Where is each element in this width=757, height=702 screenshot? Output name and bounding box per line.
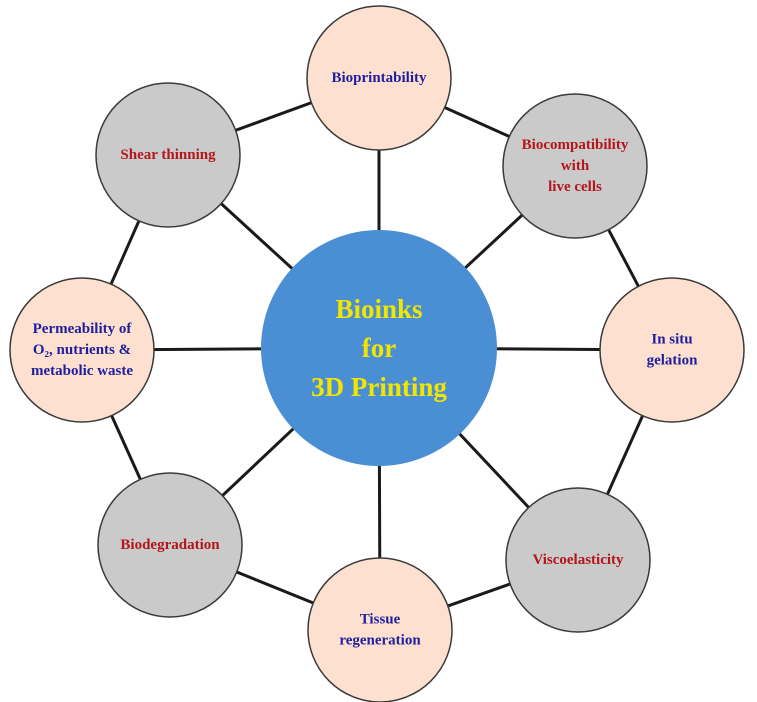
node-circle-permeability — [9, 277, 155, 423]
node-circle-viscoelasticity — [505, 487, 651, 633]
node-in-situ-gelation: In situ gelation — [599, 277, 745, 423]
node-circle-shear-thinning — [95, 82, 241, 228]
node-shear-thinning: Shear thinning — [95, 82, 241, 228]
node-circle-bioprintability — [306, 5, 452, 151]
node-label-viscoelasticity: Viscoelasticity — [532, 552, 624, 568]
node-permeability: Permeability of O₂, nutrients & metabolic … — [9, 277, 155, 423]
center-label: 3D Printing — [311, 372, 447, 402]
node-label-biocompatibility: live cells — [548, 179, 602, 195]
node-label-in-situ-gelation: In situ — [651, 332, 692, 348]
node-label-shear-thinning: Shear thinning — [120, 147, 216, 163]
node-circle-in-situ-gelation — [599, 277, 745, 423]
node-label-in-situ-gelation: gelation — [647, 353, 698, 369]
center-label: for — [362, 333, 396, 363]
node-label-biocompatibility: with — [561, 158, 590, 174]
node-viscoelasticity: Viscoelasticity — [505, 487, 651, 633]
node-label-biocompatibility: Biocompatibility — [522, 137, 629, 153]
node-label-permeability: metabolic waste — [31, 363, 133, 379]
center-hub: Bioinks for 3D Printing — [261, 230, 497, 466]
node-label-permeability: Permeability of — [33, 321, 133, 337]
center-label: Bioinks — [335, 294, 422, 324]
node-bioprintability: Bioprintability — [306, 5, 452, 151]
node-biodegradation: Biodegradation — [97, 472, 243, 618]
node-circle-biocompatibility — [502, 93, 648, 239]
node-label-tissue-regeneration: regeneration — [339, 633, 421, 649]
center-circle — [261, 230, 497, 466]
node-tissue-regeneration: Tissue regeneration — [307, 557, 453, 702]
node-label-bioprintability: Bioprintability — [331, 70, 427, 86]
node-label-tissue-regeneration: Tissue — [360, 612, 401, 628]
node-biocompatibility: Biocompatibility with live cells — [502, 93, 648, 239]
node-circle-biodegradation — [97, 472, 243, 618]
node-circle-tissue-regeneration — [307, 557, 453, 702]
node-label-permeability: O₂, nutrients & — [33, 342, 131, 358]
node-label-biodegradation: Biodegradation — [120, 537, 220, 553]
